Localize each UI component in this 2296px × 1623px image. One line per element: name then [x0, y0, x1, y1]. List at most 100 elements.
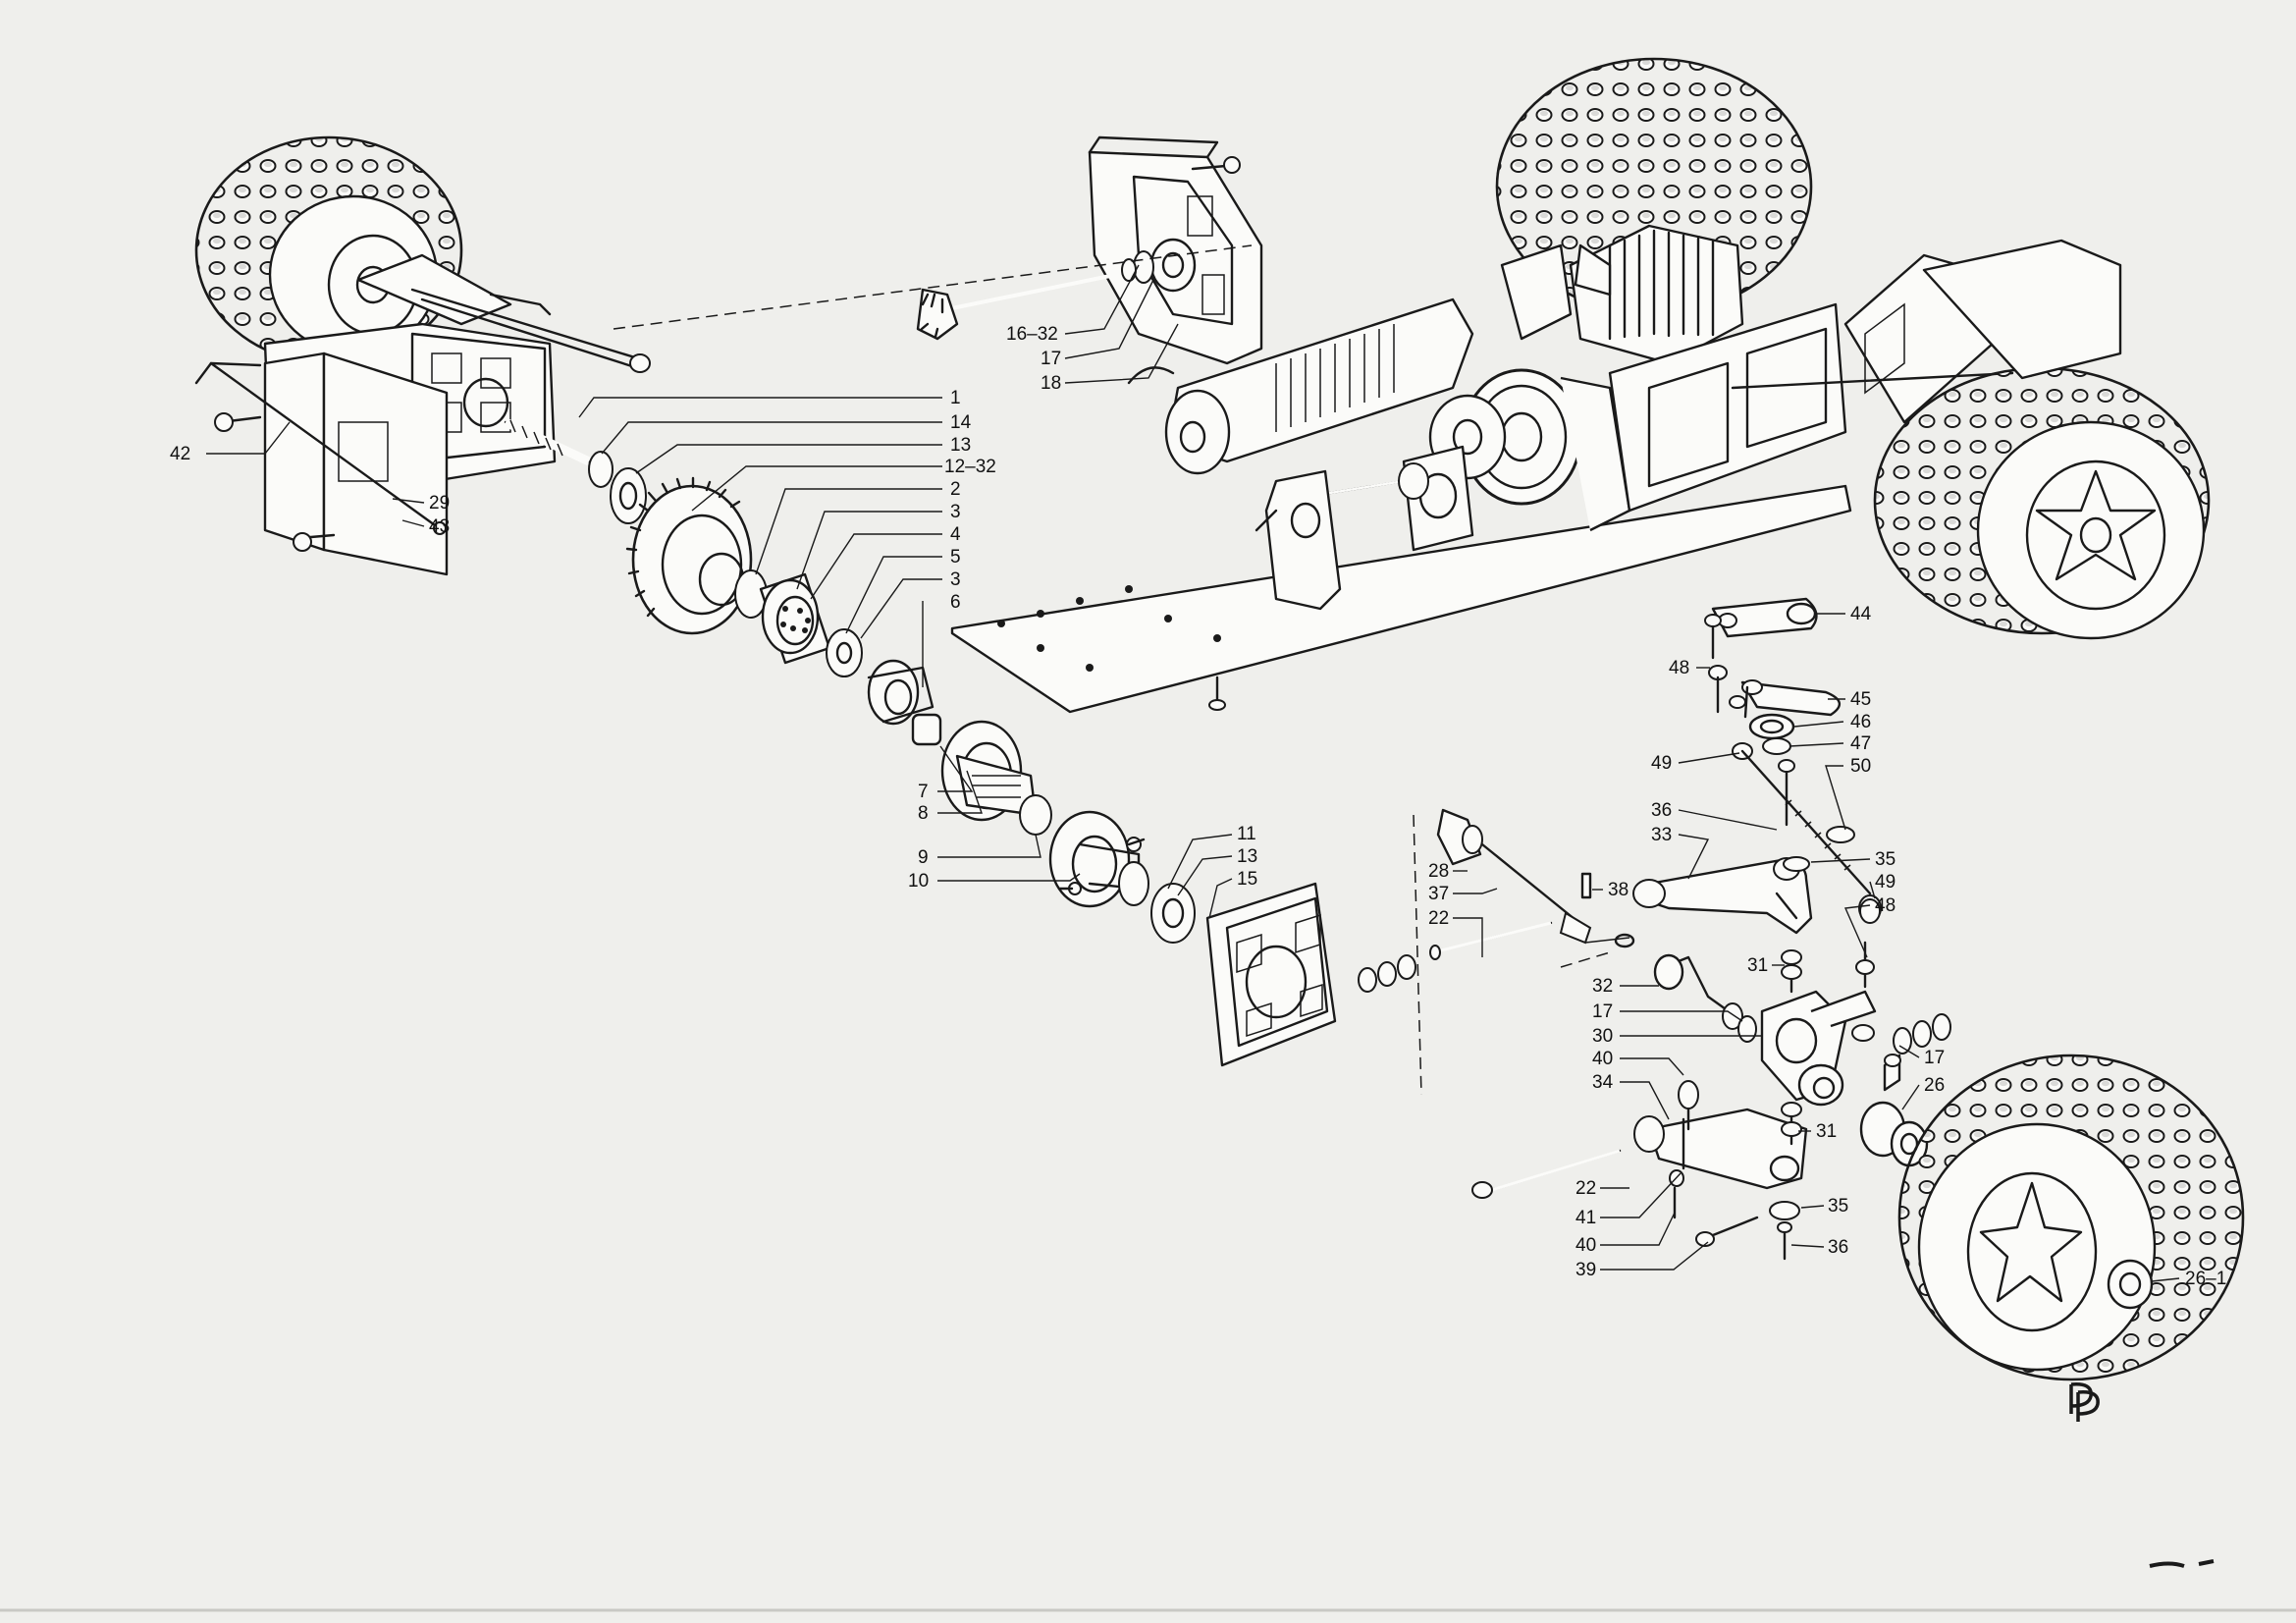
engine [1500, 224, 1744, 365]
projection-line-upper [613, 244, 1253, 330]
leader-lines [206, 264, 2180, 1282]
part-label: 22 [1575, 1178, 1597, 1199]
upper-gear-plate [1088, 135, 1263, 365]
part-label: 40 [1575, 1235, 1597, 1256]
part-label: 31 [1816, 1121, 1838, 1142]
bevel-pinion-shaft [916, 250, 1154, 341]
bearing-13 [610, 467, 647, 524]
part-label: 41 [1575, 1208, 1597, 1228]
rear-left-wheel [194, 135, 463, 365]
part-label: 36 [1828, 1237, 1849, 1258]
part-label: 40 [1592, 1049, 1614, 1069]
part-label: 16–32 [1006, 324, 1058, 345]
part-label: 33 [1651, 825, 1673, 845]
nut-50 [1826, 826, 1855, 843]
part-label: 17 [1041, 349, 1062, 369]
pinion-shaft [504, 417, 591, 466]
publisher-logo [2069, 1382, 2100, 1422]
rear-upright-bracket [194, 352, 449, 576]
part-label: 4 [950, 524, 961, 545]
screw-36-lower [1777, 1221, 1792, 1261]
part-label: 48 [1875, 895, 1896, 916]
front-right-wheel [1897, 1054, 2245, 1381]
kingpin-31-upper [1781, 949, 1802, 994]
front-gearbox-plate [1205, 882, 1337, 1067]
part-label: 43 [429, 516, 451, 537]
part-label: 49 [1651, 753, 1673, 774]
part-label: 35 [1875, 849, 1896, 870]
part-label: 5 [950, 547, 961, 568]
part-label: 15 [1237, 869, 1258, 890]
part-label: 14 [950, 412, 972, 433]
part-label: 18 [1041, 373, 1062, 394]
washer-stack-17 [1893, 1013, 1951, 1055]
part-label: 31 [1747, 955, 1769, 976]
washer-3 [826, 628, 863, 677]
servo-saver-arm-44 [1711, 597, 1818, 638]
projection-line-small [1560, 951, 1611, 968]
part-label: 26 [1924, 1075, 1946, 1096]
washer-35-upper [1783, 856, 1810, 872]
part-label: 42 [170, 444, 191, 464]
scan-smudge [2149, 1559, 2215, 1568]
part-label: 37 [1428, 884, 1450, 904]
projection-line-vertical [1413, 814, 1422, 1096]
steering-knuckle-30 [1737, 990, 1877, 1107]
small-lead [1584, 937, 1630, 944]
bearing-13-bore [618, 481, 638, 511]
part-label: 2 [950, 479, 961, 500]
kingpin-31-lower [1781, 1102, 1802, 1146]
part-label: 32 [1592, 976, 1614, 997]
part-label: 22 [1428, 908, 1450, 929]
shim-stack [1358, 954, 1416, 993]
part-label: 10 [908, 871, 930, 892]
rear-bumper-block [1922, 239, 2122, 380]
part-label: 38 [1608, 880, 1629, 900]
part-label: 11 [1237, 824, 1256, 844]
part-label: 34 [1592, 1072, 1614, 1093]
outdrive-cup [867, 659, 934, 726]
bolts-48-upper [1704, 614, 1728, 714]
shim-14 [588, 451, 614, 488]
part-label: 35 [1828, 1196, 1849, 1217]
part-label: 30 [1592, 1026, 1614, 1047]
front-hinge-pin-28-37 [1436, 808, 1592, 945]
part-label: 49 [1875, 872, 1896, 893]
chassis-plate [950, 484, 1852, 714]
upper-a-arm-33 [1632, 857, 1813, 935]
part-label: 7 [918, 782, 929, 802]
part-label: 12–32 [944, 457, 996, 477]
part-label: 44 [1850, 604, 1872, 624]
part-label: 6 [950, 592, 961, 613]
motor-mount-block [1279, 445, 1474, 552]
engine-mount-left [1255, 469, 1342, 611]
drive-cup-assembly [911, 713, 1196, 944]
axle-32 [1653, 953, 1744, 1030]
part-label: 28 [1428, 861, 1450, 882]
part-label: 45 [1850, 689, 1872, 710]
part-label: 36 [1651, 800, 1673, 821]
bolt-48-lower [1855, 941, 1875, 989]
part-label: 17 [1592, 1001, 1614, 1022]
e-clip [1614, 933, 1635, 948]
clutch-and-spur-gear [1428, 368, 1631, 532]
crown-gear [625, 476, 753, 635]
lower-a-arm-34 [1633, 1080, 1808, 1190]
part-label: 1 [950, 388, 961, 408]
pin-38 [1580, 872, 1592, 899]
part-label: 17 [1924, 1048, 1946, 1068]
part-label: 39 [1575, 1260, 1597, 1280]
part-label: 48 [1669, 658, 1690, 678]
part-label: 29 [429, 493, 451, 514]
part-label: 8 [918, 803, 929, 824]
part-label: 13 [1237, 846, 1258, 867]
part-label: 26–1 [2185, 1269, 2227, 1289]
rear-wheel-right [1873, 366, 2211, 640]
part-label: 3 [950, 569, 961, 590]
part-label: 47 [1850, 733, 1872, 754]
screw-39 [1695, 1216, 1759, 1247]
washer-35-lower [1769, 1201, 1800, 1220]
collar-46-47 [1743, 685, 1795, 755]
